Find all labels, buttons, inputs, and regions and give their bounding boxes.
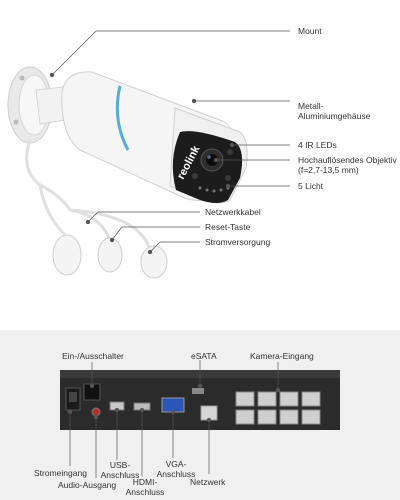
label-network: Netzwerk [190, 477, 226, 487]
label-ir-leds: 4 IR LEDs [298, 140, 337, 150]
label-mount: Mount [298, 26, 322, 36]
label-audio-out: Audio-Ausgang [58, 480, 117, 490]
label-power-switch: Ein-/Ausschalter [62, 351, 124, 361]
label-reset: Reset-Taste [205, 222, 251, 232]
label-hdmi: HDMI-Anschluss [125, 477, 165, 497]
label-power-supply: Stromversorgung [205, 237, 271, 247]
label-power-input: Stromeingang [34, 468, 87, 478]
label-light: 5 Licht [298, 181, 324, 191]
label-usb: USB-Anschluss [100, 460, 140, 480]
cable-connectors [52, 234, 168, 279]
spacer [0, 268, 400, 330]
label-lens: Hochauflösendes Objektiv (f=2,7-13,5 mm) [298, 155, 397, 175]
wall-mount [7, 66, 79, 144]
camera-body [61, 71, 248, 204]
label-esata: eSATA [191, 351, 217, 361]
label-network-cable: Netzwerkkabel [205, 207, 261, 217]
camera-cables [25, 139, 152, 251]
label-camera-input: Kamera-Eingang [250, 351, 314, 361]
label-vga: VGA-Anschluss [156, 459, 196, 479]
label-housing: Metall-Aluminiumgehäuse [298, 101, 371, 121]
nvr-device [60, 370, 340, 430]
